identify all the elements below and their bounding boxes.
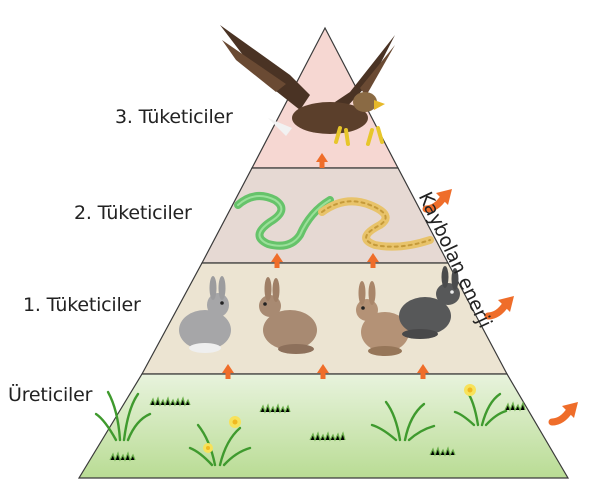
level-label-producers: Üreticiler [8,384,92,406]
tier-top [252,28,398,168]
level-label-primary: 1. Tüketiciler [23,294,141,316]
level-label-tertiary: 3. Tüketiciler [115,106,233,128]
tier-producers [79,374,568,478]
level-label-secondary: 2. Tüketiciler [74,202,192,224]
